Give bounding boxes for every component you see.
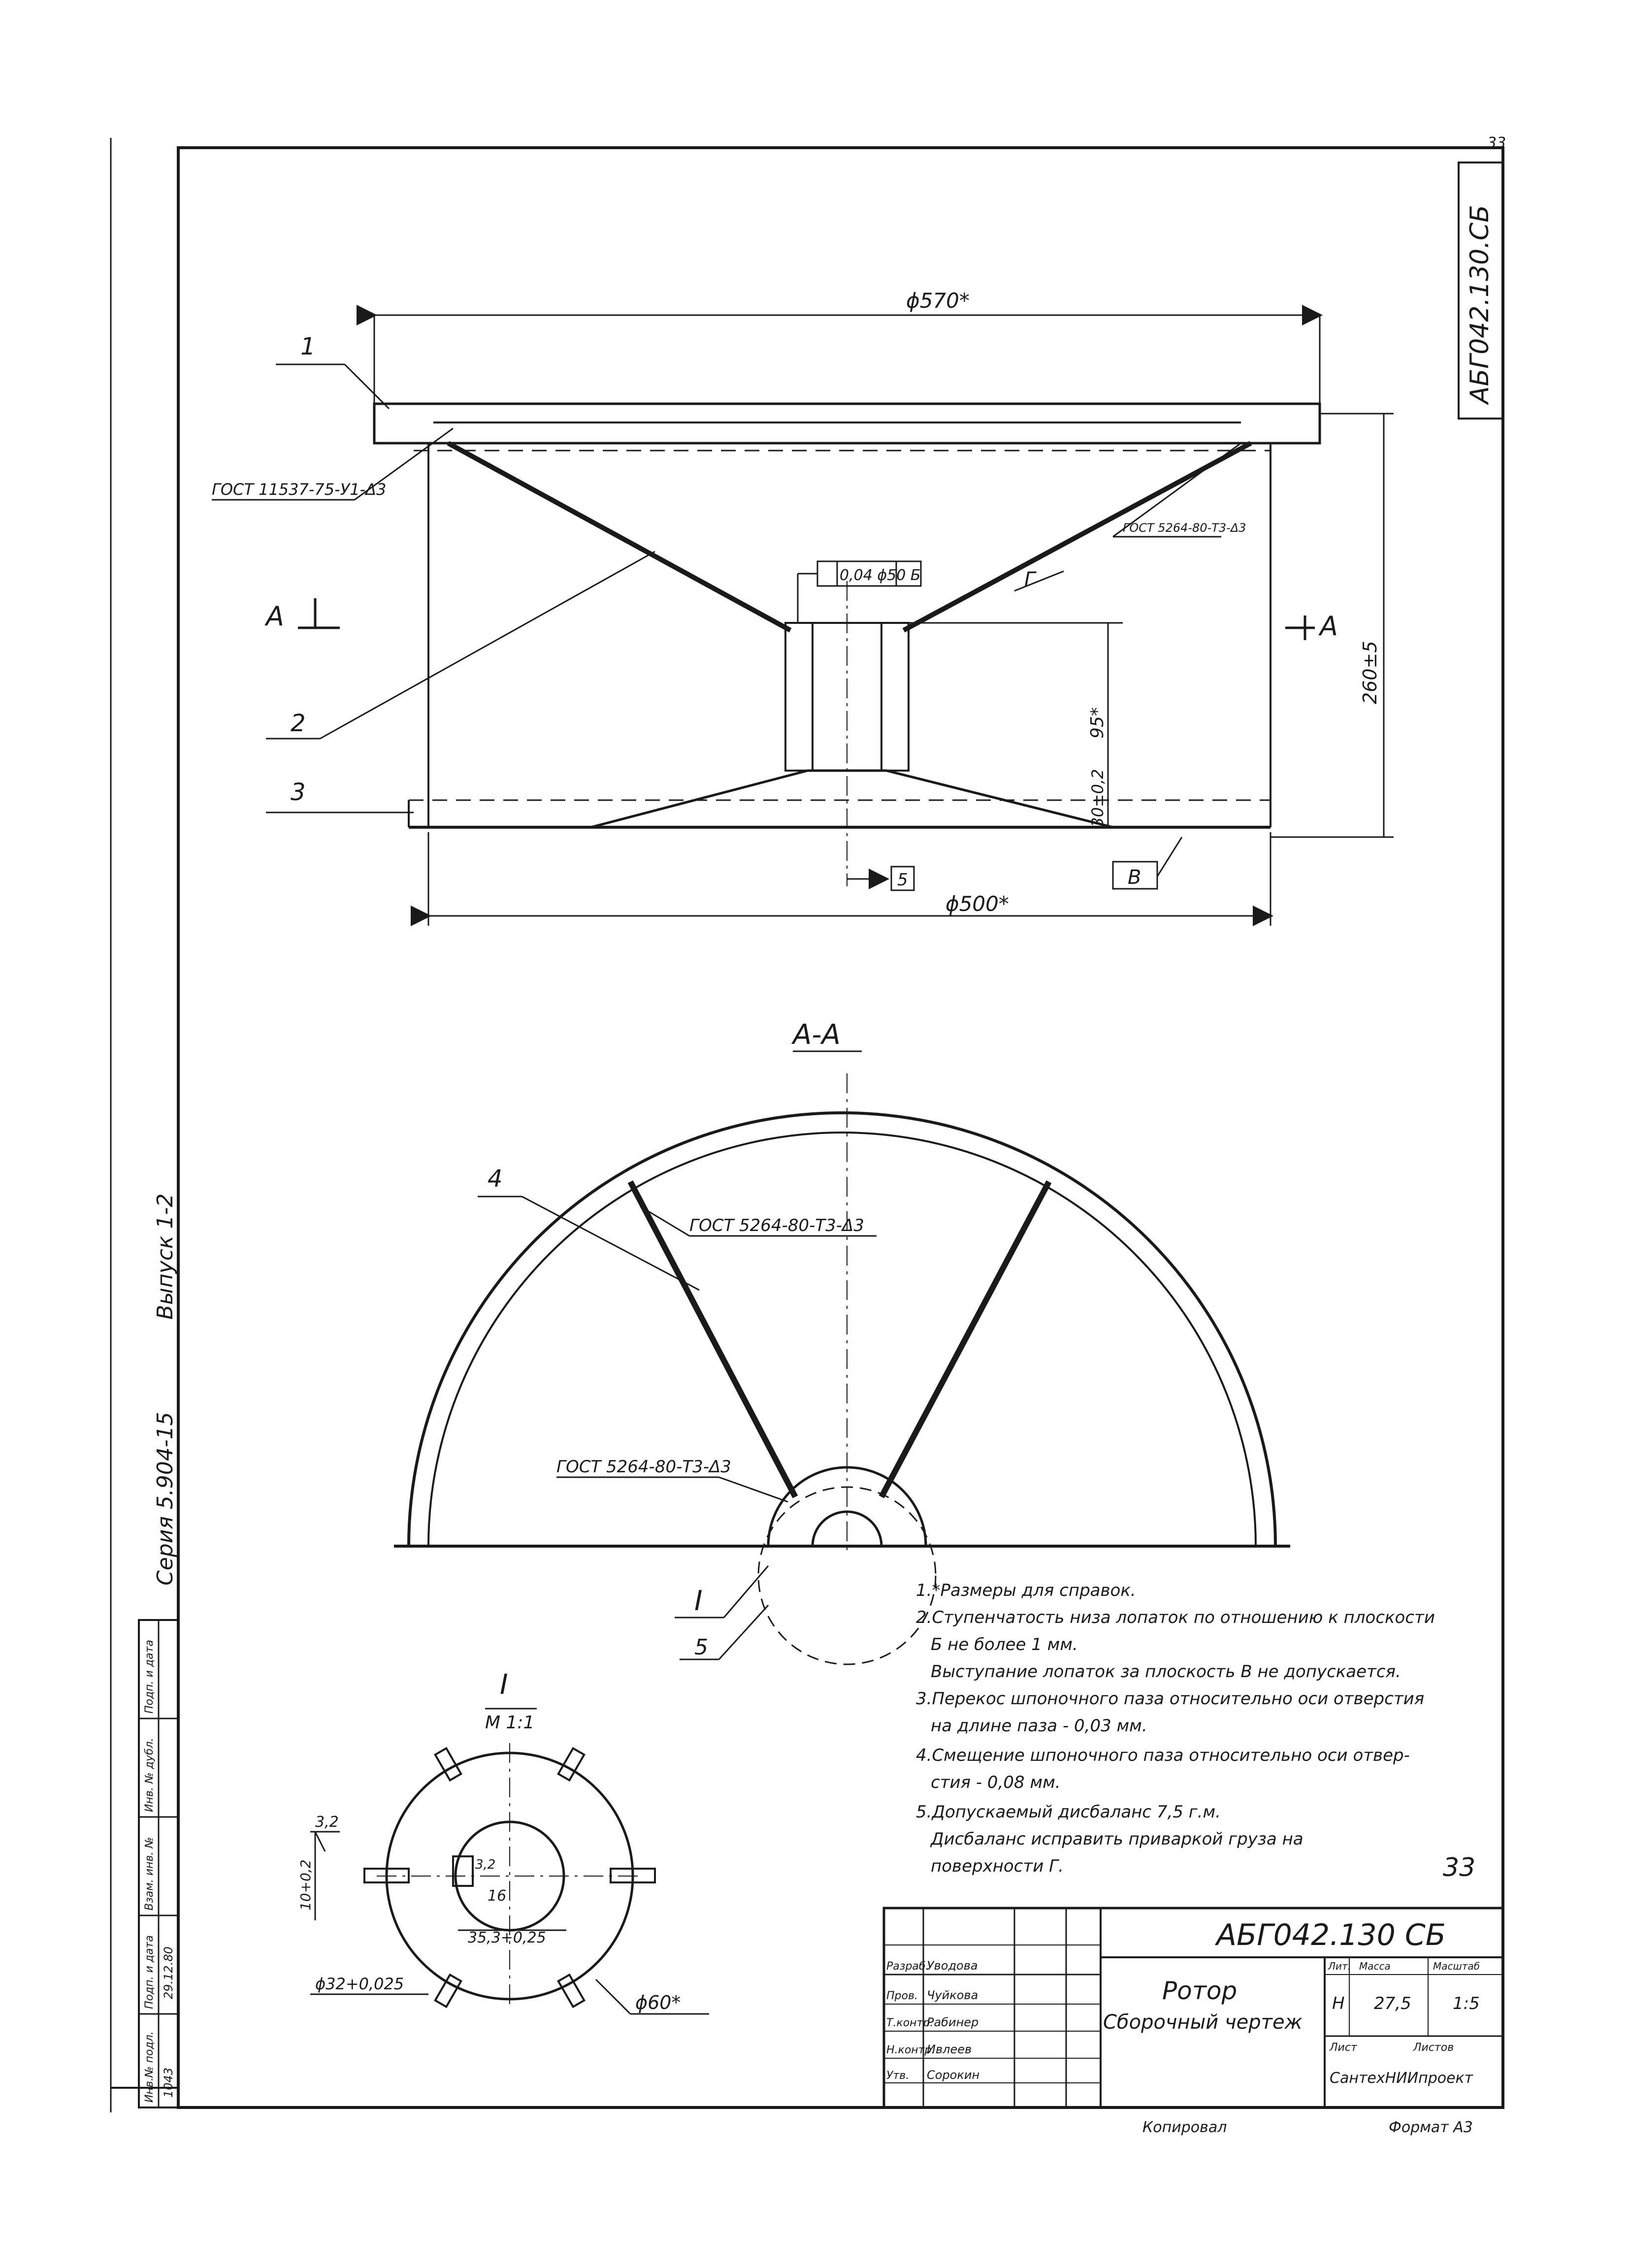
datum-v: В: [1128, 866, 1141, 889]
sheet-frame: [110, 138, 1504, 2112]
note-11: поверхности Г.: [931, 1856, 1064, 1876]
datum-b: 5: [897, 870, 908, 890]
dim-height: 260±5: [1359, 641, 1381, 704]
title-sheet: Лист: [1329, 2041, 1358, 2054]
position-1: 1: [300, 333, 316, 360]
detail-roughness-1: 3,2: [315, 1814, 339, 1831]
title-sheets: Листов: [1413, 2041, 1454, 2054]
detail-dim-outer: ϕ60*: [635, 1992, 681, 2013]
note-6: на длине паза - 0,03 мм.: [931, 1716, 1147, 1736]
section-weld-2: ГОСТ 5264-80-Т3-Δ3: [556, 1457, 731, 1477]
detail-scale: М 1:1: [485, 1713, 534, 1733]
section-view: А-А ГОСТ 5264-80-Т3-Δ3 ГОСТ 5264-80-Т3-Δ…: [394, 1019, 1290, 1665]
person-1: Уводова: [927, 1959, 978, 1973]
stamp-col-5: Подп. и дата: [143, 1640, 156, 1714]
position-3: 3: [291, 778, 306, 806]
note-10: Дисбаланс исправить приваркой груза на: [931, 1829, 1303, 1849]
stamp-col-3: Взам. инв. №: [143, 1837, 156, 1911]
footer-format: Формат А3: [1389, 2119, 1473, 2136]
position-2: 2: [291, 710, 306, 737]
left-stamp: Инв.№ подл. Подп. и дата Взам. инв. № Ин…: [138, 1619, 179, 2108]
title-name: Ротор: [1162, 1976, 1237, 2005]
note-5: 3.Перекос шпоночного паза относительно о…: [916, 1689, 1425, 1709]
detail-dim-slot: 35,3+0,25: [468, 1929, 546, 1946]
title-org: СантехНИИпроект: [1330, 2070, 1474, 2087]
section-weld-1: ГОСТ 5264-80-Т3-Δ3: [689, 1216, 864, 1235]
stamp-col-2: Подп. и дата: [143, 1935, 156, 2009]
issue-label: Выпуск 1-2: [153, 1194, 178, 1320]
person-4: Ивлеев: [927, 2042, 972, 2056]
title-mass: 27,5: [1374, 1994, 1411, 2013]
sheet-number: 33: [1443, 1853, 1475, 1882]
note-2: 2.Ступенчатость низа лопаток по отношени…: [916, 1608, 1435, 1627]
corner-code-box: АБГ042.130.СБ 33: [1458, 134, 1506, 420]
stamp-inv: 1043: [162, 2068, 175, 2098]
person-3: Рабинер: [927, 2015, 978, 2029]
note-4: Выступание лопаток за плоскость В не доп…: [931, 1662, 1401, 1682]
role-1: Разраб.: [886, 1960, 929, 1973]
dim-hub: 95*: [1087, 707, 1108, 739]
role-5: Утв.: [886, 2070, 909, 2082]
note-7: 4.Смещение шпоночного паза относительно …: [916, 1746, 1410, 1765]
stamp-col-4: Инв. № дубл.: [143, 1738, 156, 1812]
stamp-date: 29.12.80: [162, 1946, 175, 1999]
section-title: А-А: [791, 1019, 841, 1051]
note-3: Б не более 1 мм.: [931, 1635, 1078, 1654]
footer-copy: Копировал: [1142, 2119, 1227, 2136]
detail-view: I М 1:1 3,2 3,2 16 35,3+0,25 10+0,2 ϕ32+…: [297, 1669, 709, 2015]
title-code: АБГ042.130 СБ: [1214, 1918, 1446, 1952]
weld-left: ГОСТ 11537-75-У1-Δ3: [212, 480, 386, 499]
detail-roughness-2: 3,2: [475, 1857, 495, 1872]
section-mark-left: А: [264, 601, 284, 632]
title-block: АБГ042.130 СБ Ротор Сборочный чертеж Лит…: [882, 1907, 1504, 2109]
dim-cone: 30±0,2: [1088, 769, 1107, 827]
person-2: Чуйкова: [927, 1988, 978, 2002]
title-subtitle: Сборочный чертеж: [1103, 2011, 1303, 2034]
tolerance-frame: 0,04 ϕ50 Б: [840, 567, 920, 584]
note-8: стия - 0,08 мм.: [931, 1773, 1061, 1792]
weld-right: ГОСТ 5264-80-Т3-Δ3: [1123, 521, 1246, 535]
person-5: Сорокин: [927, 2068, 979, 2082]
role-2: Пров.: [886, 1990, 918, 2002]
role-3: Т.контр.: [886, 2017, 933, 2029]
section-mark-right: А: [1318, 611, 1338, 642]
dim-bottom: ϕ500*: [945, 892, 1009, 916]
stamp-col-1: Инв.№ подл.: [143, 2031, 156, 2103]
section-position-5: 5: [694, 1635, 708, 1660]
title-letter: Н: [1332, 1994, 1345, 2013]
col-scale: Масштаб: [1433, 1960, 1480, 1972]
dim-top: ϕ570*: [906, 289, 970, 313]
role-4: Н.контр.: [886, 2044, 935, 2056]
detail-dim-key: 10+0,2: [297, 1859, 314, 1911]
title-scale: 1:5: [1453, 1994, 1480, 2013]
col-mass: Масса: [1359, 1960, 1391, 1972]
corner-page: 33: [1487, 134, 1506, 152]
note-9: 5.Допускаемый дисбаланс 7,5 г.м.: [916, 1802, 1221, 1822]
col-lit: Лит.: [1328, 1960, 1351, 1972]
corner-code: АБГ042.130.СБ: [1465, 205, 1495, 405]
main-view: ϕ570* ϕ500* 260±5 95* 30±0,2 0,04 ϕ50 Б …: [212, 289, 1394, 926]
note-1: 1.*Размеры для справок.: [916, 1581, 1136, 1600]
surface-mark: Г: [1024, 568, 1037, 591]
detail-dim-16: 16: [488, 1887, 506, 1905]
detail-mark: I: [694, 1585, 703, 1617]
detail-title: I: [500, 1669, 508, 1701]
section-position-4: 4: [488, 1165, 503, 1193]
series-label: Серия 5.904-15: [153, 1412, 178, 1586]
detail-dim-hole: ϕ32+0,025: [315, 1975, 404, 1993]
